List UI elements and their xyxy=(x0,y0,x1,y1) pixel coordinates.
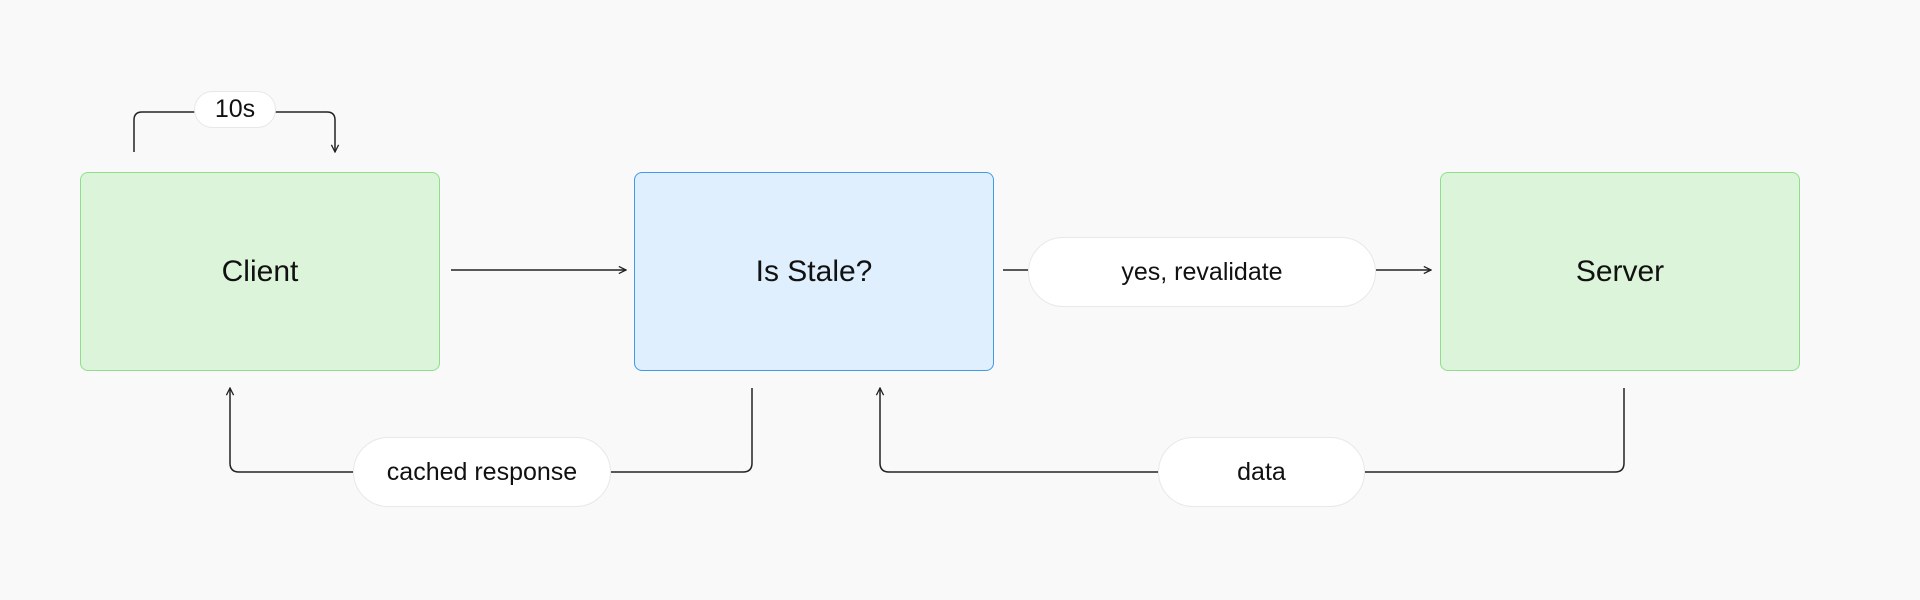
revalidate-text: yes, revalidate xyxy=(1121,257,1283,286)
data-text: data xyxy=(1237,457,1286,486)
is-stale-label: Is Stale? xyxy=(755,254,873,288)
cached-response-label: cached response xyxy=(353,437,611,507)
server-label: Server xyxy=(1575,254,1665,288)
interval-label: 10s xyxy=(194,91,276,128)
client-label: Client xyxy=(221,254,299,288)
revalidate-label: yes, revalidate xyxy=(1028,237,1376,307)
interval-text: 10s xyxy=(214,95,256,123)
data-label: data xyxy=(1158,437,1365,507)
cached-response-text: cached response xyxy=(386,457,578,486)
client-node: Client xyxy=(80,172,440,371)
server-node: Server xyxy=(1440,172,1800,371)
is-stale-node: Is Stale? xyxy=(634,172,994,371)
